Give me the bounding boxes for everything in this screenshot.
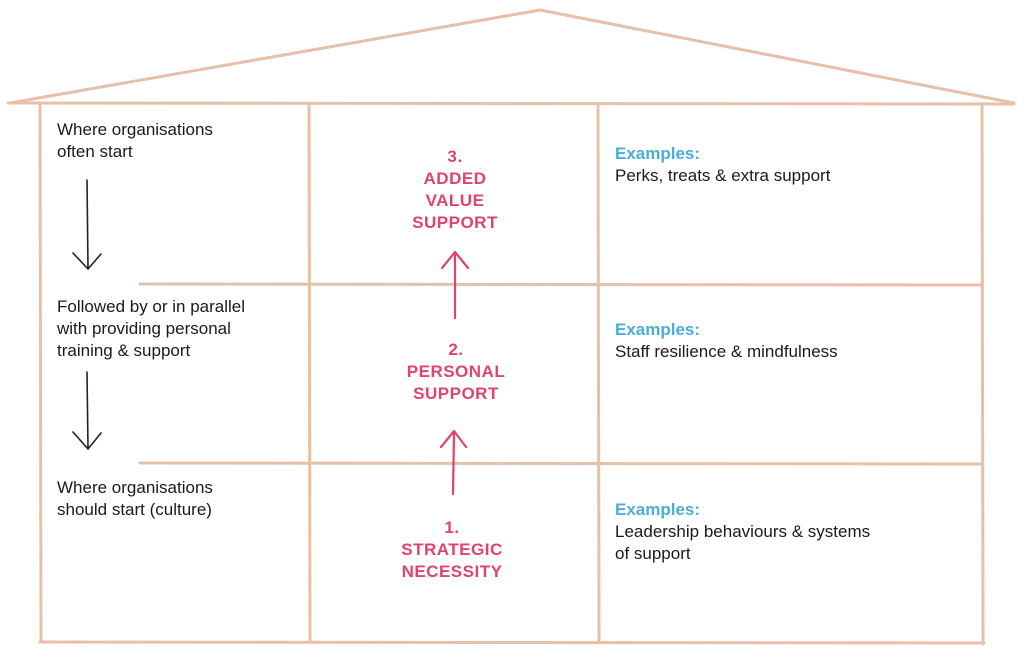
level-2-line1: PERSONAL: [406, 362, 506, 381]
level-2-label: 2. PERSONAL SUPPORT: [376, 339, 536, 405]
examples-label-bottom: Examples:: [615, 500, 701, 519]
up-arrow-upper: [440, 250, 470, 320]
examples-text-top: Perks, treats & extra support: [615, 166, 831, 185]
row-divider-lower: [138, 461, 984, 466]
down-arrow-upper: [72, 179, 102, 270]
level-2-line2: SUPPORT: [413, 384, 499, 403]
level-1-line1: STRATEGIC: [401, 540, 503, 559]
level-3-number: 3.: [447, 147, 463, 166]
examples-text-middle: Staff resilience & mindfulness: [615, 342, 838, 361]
examples-bottom: Examples: Leadership behaviours & systems…: [615, 477, 945, 565]
column-divider-1: [307, 102, 312, 644]
examples-text-bottom: Leadership behaviours & systems of suppo…: [615, 522, 871, 563]
level-3-line2: VALUE: [425, 191, 485, 210]
left-text-middle: Followed by or in parallel with providin…: [57, 297, 246, 360]
right-wall: [980, 102, 985, 646]
level-1-line2: NECESSITY: [401, 562, 503, 581]
level-3-line1: ADDED: [423, 169, 487, 188]
examples-label-top: Examples:: [615, 144, 701, 163]
column-divider-2: [596, 102, 601, 644]
up-arrow-lower: [439, 429, 468, 496]
left-text-bottom: Where organisations should start (cultur…: [57, 478, 213, 519]
level-1-number: 1.: [444, 518, 460, 537]
level-2-number: 2.: [448, 340, 464, 359]
left-wall: [38, 102, 43, 644]
left-text-top: Where organisations often start: [57, 120, 213, 161]
level-3-label: 3. ADDED VALUE SUPPORT: [375, 146, 535, 234]
examples-middle: Examples: Staff resilience & mindfulness: [615, 297, 945, 363]
level-3-line3: SUPPORT: [412, 213, 498, 232]
level-1-label: 1. STRATEGIC NECESSITY: [372, 517, 532, 583]
examples-label-middle: Examples:: [615, 320, 701, 339]
roof-outline: [8, 8, 1016, 105]
examples-top: Examples: Perks, treats & extra support: [615, 121, 945, 187]
row-divider-upper: [138, 282, 984, 287]
floor-line: [38, 640, 986, 645]
down-arrow-lower: [72, 371, 102, 450]
eave-line: [6, 101, 1016, 106]
